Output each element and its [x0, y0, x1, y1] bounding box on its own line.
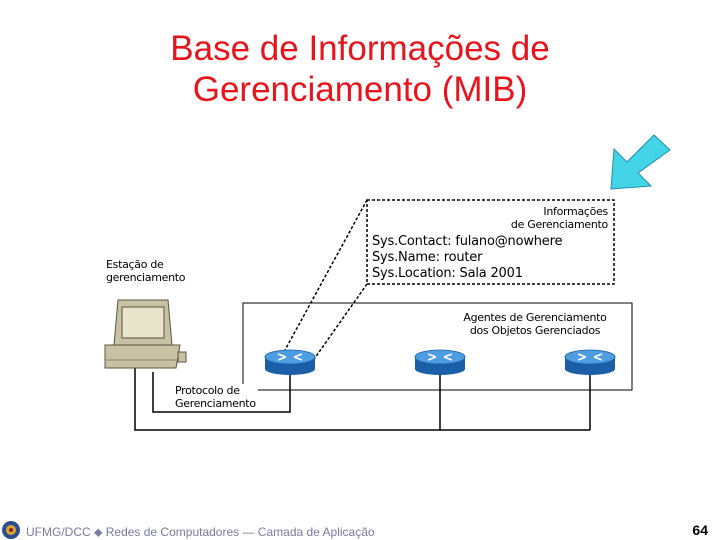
protocol-label-line-1: Protocolo de — [175, 384, 256, 397]
router-icon — [415, 350, 465, 375]
protocol-label: Protocolo de Gerenciamento — [175, 384, 258, 410]
router-icon — [265, 350, 315, 375]
station-label-line-1: Estação de — [106, 258, 185, 271]
station-label-line-2: gerenciamento — [106, 271, 185, 284]
page-number: 64 — [692, 522, 708, 538]
info-label-line-2: de Gerenciamento — [511, 218, 608, 231]
arrow-icon — [611, 135, 670, 189]
agents-label-line-1: Agentes de Gerenciamento — [445, 311, 625, 324]
management-info-label: Informações de Gerenciamento — [511, 205, 608, 231]
ufmg-logo-icon — [2, 521, 20, 539]
terminal-computer-icon — [105, 300, 186, 368]
agents-label-line-2: dos Objetos Gerenciados — [445, 324, 625, 337]
managed-agents-label: Agentes de Gerenciamento dos Objetos Ger… — [445, 311, 625, 337]
management-station-label: Estação de gerenciamento — [106, 258, 185, 284]
router-icon — [565, 350, 615, 375]
mib-entry: Sys.Contact: fulano@nowhere — [372, 234, 562, 250]
footer-text: UFMG/DCC ⬥ Redes de Computadores — Camad… — [26, 525, 375, 539]
mib-entry: Sys.Location: Sala 2001 — [372, 266, 523, 282]
mib-projection-line-left — [273, 200, 367, 372]
mib-entry: Sys.Name: router — [372, 250, 482, 266]
info-label-line-1: Informações — [511, 205, 608, 218]
protocol-label-line-2: Gerenciamento — [175, 397, 256, 410]
